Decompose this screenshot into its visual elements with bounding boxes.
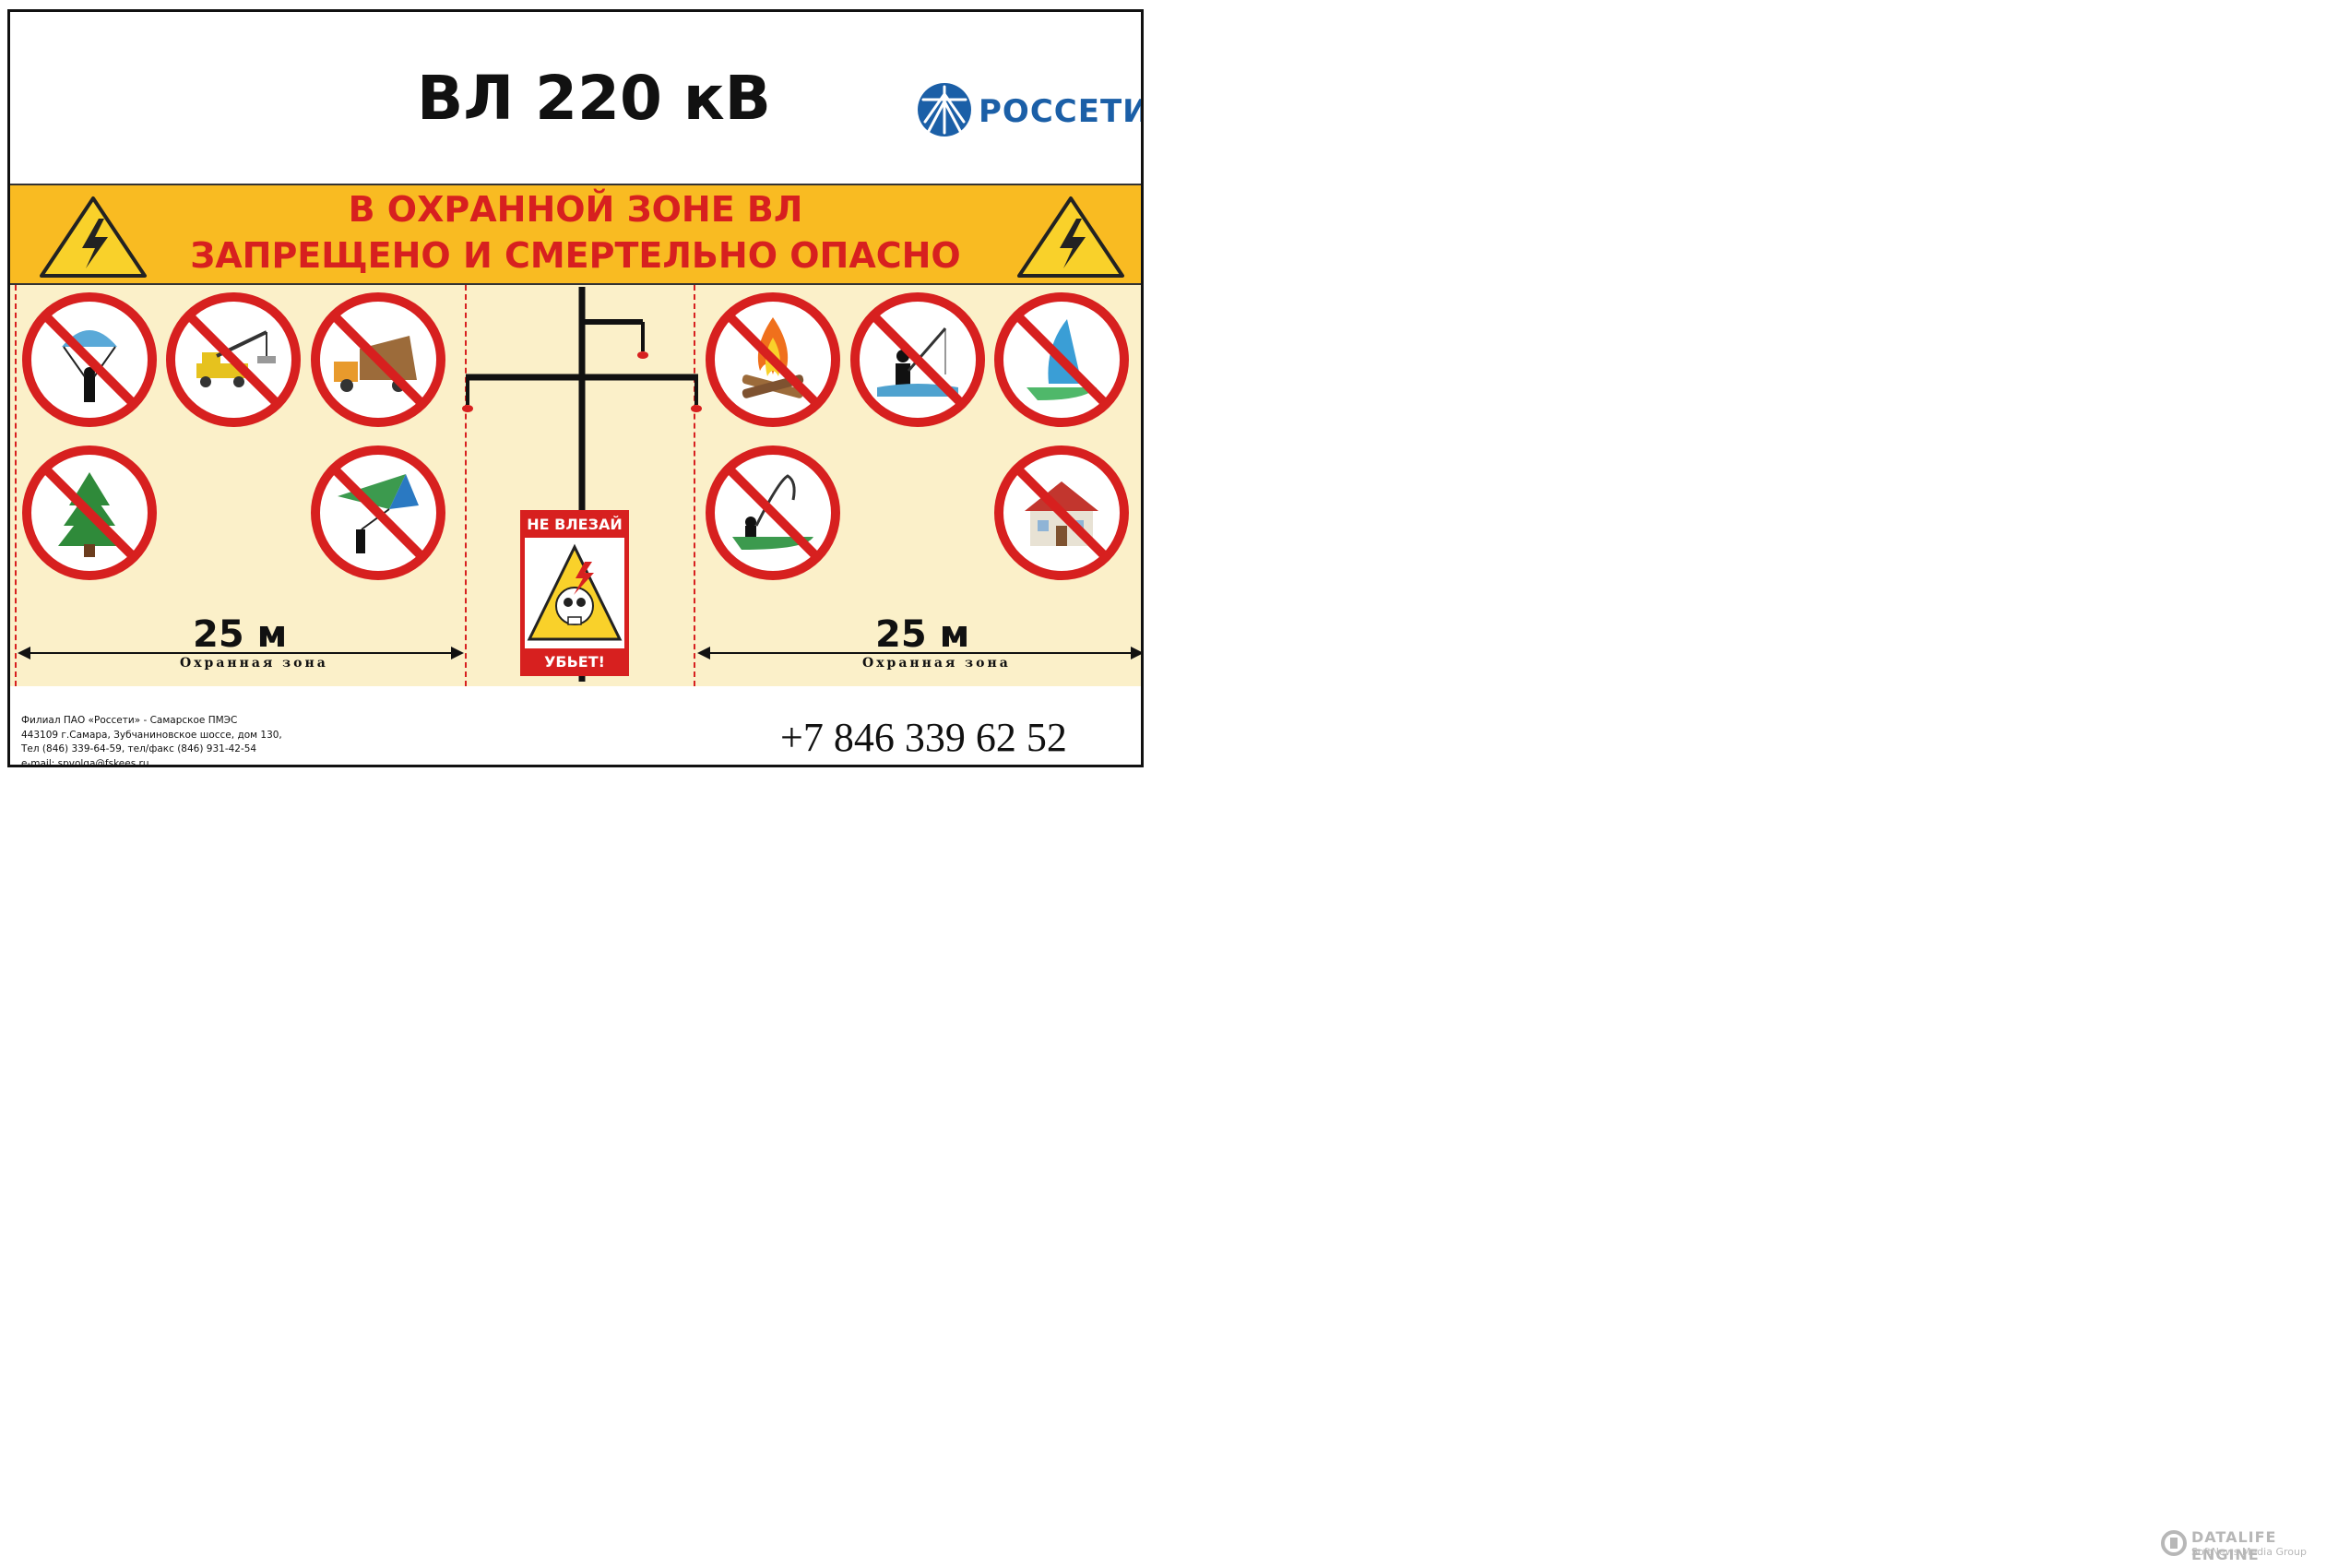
no-tree-planting-icon bbox=[22, 445, 157, 580]
left-zone-distance: 25 м bbox=[193, 613, 288, 656]
contact-line: Тел (846) 339-64-59, тел/факс (846) 931-… bbox=[21, 743, 257, 754]
contact-line: 443109 г.Самара, Зубчаниновское шоссе, д… bbox=[21, 729, 282, 741]
no-crane-icon bbox=[166, 292, 301, 427]
right-zone-caption: Охранная зона bbox=[862, 656, 1011, 671]
logo-text: РОССЕТИ bbox=[979, 93, 1144, 130]
no-sailboat-icon bbox=[994, 292, 1129, 427]
watermark-title: DATALIFE ENGINE bbox=[2191, 1528, 2277, 1563]
banner-line-2: ЗАПРЕЩЕНО И СМЕРТЕЛЬНО ОПАСНО bbox=[190, 235, 961, 276]
banner-line-1: В ОХРАННОЙ ЗОНЕ ВЛ bbox=[348, 189, 803, 230]
watermark-subtitle: SoftNews Media Group bbox=[2191, 1546, 2307, 1558]
skull-warning-icon bbox=[520, 510, 629, 676]
high-voltage-warning-icon bbox=[1017, 196, 1124, 278]
no-parachute-icon bbox=[22, 292, 157, 427]
rosseti-logo: РОССЕТИ bbox=[914, 77, 1141, 143]
no-dump-truck-icon bbox=[311, 292, 445, 427]
poster-footer: Филиал ПАО «Россети» - Самарское ПМЭС 44… bbox=[10, 686, 1141, 767]
zone-boundary-line bbox=[1143, 285, 1144, 686]
rosseti-emblem-icon bbox=[918, 83, 971, 137]
poster-header: ВЛ 220 кВ РОССЕТИ bbox=[10, 12, 1141, 183]
left-zone-dimension-arrow bbox=[18, 647, 464, 659]
zone-boundary-line bbox=[694, 285, 695, 686]
will-kill-label: УБЬЕТ! bbox=[544, 653, 605, 671]
no-campfire-icon bbox=[706, 292, 840, 427]
right-zone-distance: 25 м bbox=[875, 613, 970, 656]
phone-number: +7 846 339 62 52 bbox=[780, 715, 1067, 760]
no-fishing-icon bbox=[850, 292, 985, 427]
contact-line: Филиал ПАО «Россети» - Самарское ПМЭС bbox=[21, 715, 238, 726]
right-zone-dimension-arrow bbox=[697, 647, 1141, 659]
high-voltage-warning-icon bbox=[40, 196, 147, 278]
left-zone-caption: Охранная зона bbox=[180, 656, 328, 671]
watermark: DATALIFE ENGINE SoftNews Media Group bbox=[2158, 1526, 2347, 1563]
do-not-climb-label: НЕ ВЛЕЗАЙ bbox=[527, 516, 623, 533]
line-voltage-title: ВЛ 220 кВ bbox=[417, 63, 771, 134]
no-house-construction-icon bbox=[994, 445, 1129, 580]
datalife-logo-icon bbox=[2161, 1530, 2187, 1556]
no-hang-glider-icon bbox=[311, 445, 445, 580]
contact-line: e-mail: spvolga@fskees.ru bbox=[21, 757, 149, 767]
warning-poster: ВЛ 220 кВ РОССЕТИ В ОХРАННОЙ ЗОНЕ ВЛ З bbox=[7, 9, 1144, 767]
danger-banner: В ОХРАННОЙ ЗОНЕ ВЛ ЗАПРЕЩЕНО И СМЕРТЕЛЬН… bbox=[10, 184, 1141, 285]
do-not-climb-sign: НЕ ВЛЕЗАЙ УБЬЕТ! bbox=[520, 510, 629, 676]
contact-info: Филиал ПАО «Россети» - Самарское ПМЭС 44… bbox=[21, 714, 282, 767]
no-fishing-boat-icon bbox=[706, 445, 840, 580]
zone-boundary-line bbox=[15, 285, 17, 686]
zone-boundary-line bbox=[465, 285, 467, 686]
